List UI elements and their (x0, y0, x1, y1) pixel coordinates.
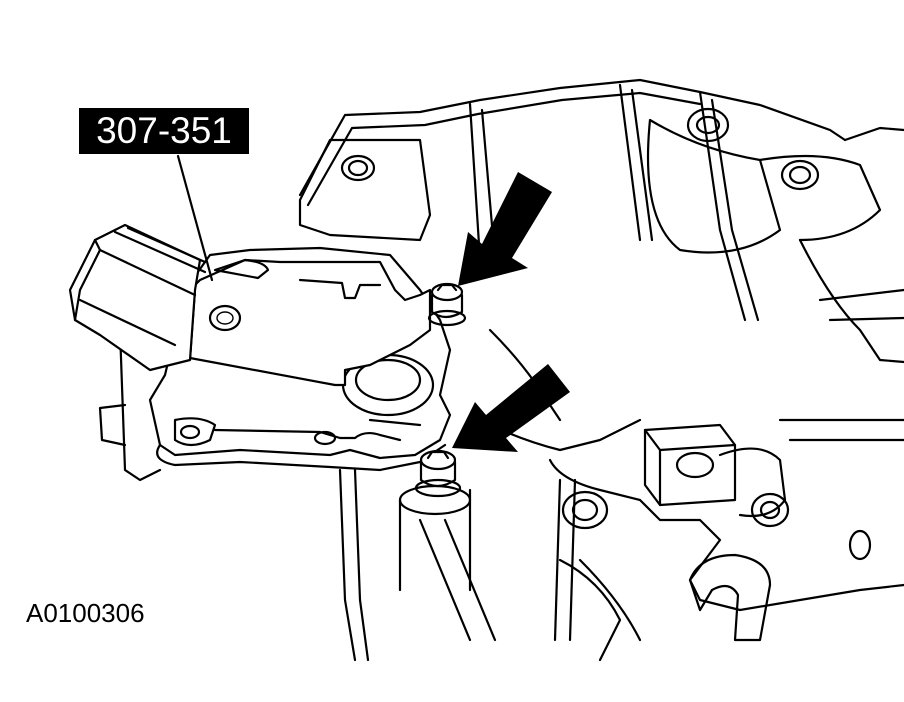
pointer-arrow-upper (458, 172, 552, 286)
case-lever (688, 553, 772, 642)
lower-bolt (414, 449, 462, 498)
case-block (643, 423, 787, 518)
figure-id-label: A0100306 (26, 598, 145, 628)
case-bosses (340, 107, 872, 561)
shaft-boss (398, 484, 472, 592)
sensor-connector (68, 223, 207, 372)
tool-number-callout: 307-351 (79, 108, 249, 154)
pointer-arrow-lower (452, 364, 570, 452)
callout-leader-line (176, 154, 214, 282)
upper-bolt (427, 282, 467, 327)
